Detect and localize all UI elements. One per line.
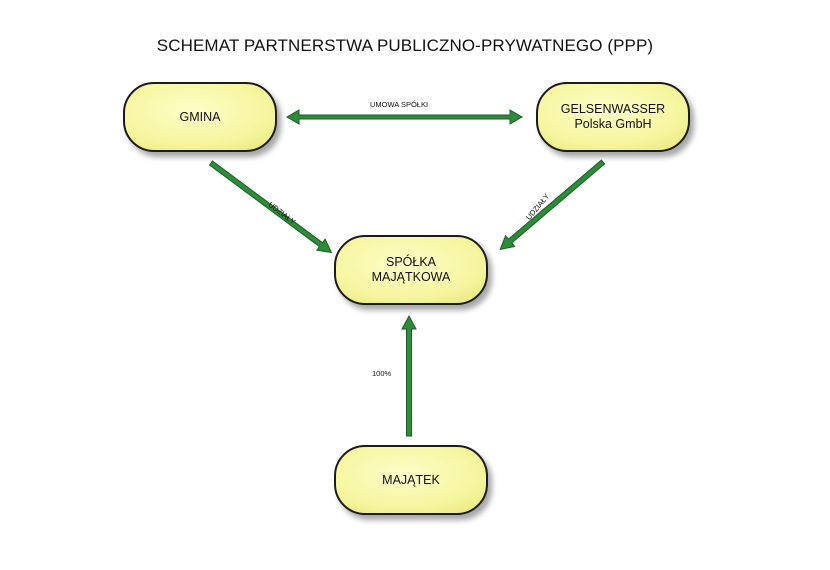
gelsenwasser-label-line1: GELSENWASSER — [560, 102, 666, 116]
gelsenwasser-label-line2: Polska GmbH — [574, 117, 652, 131]
gelsenwasser-node-shape — [536, 82, 690, 152]
diagram-title: SCHEMAT PARTNERSTWA PUBLICZNO-PRYWATNEGO… — [156, 36, 654, 55]
udzialy-left-arrow — [208, 160, 333, 254]
spolka-label-line1: SPÓŁKA — [385, 255, 437, 269]
spolka-node: SPÓŁKA MAJĄTKOWA — [335, 236, 487, 304]
umowa-double-arrow — [286, 109, 523, 125]
gmina-node: GMINA — [124, 83, 276, 151]
majatek-node: MAJĄTEK — [335, 446, 487, 514]
udzialy-right-arrow — [499, 159, 606, 251]
majatek-node-shape — [334, 445, 488, 515]
gelsenwasser-node: GELSENWASSER Polska GmbH — [537, 83, 689, 151]
spolka-label-line2: MAJĄTKOWA — [371, 270, 451, 284]
umowa-label: UMOWA SPÓŁKI — [370, 100, 429, 109]
majatek-label: MAJĄTEK — [382, 472, 440, 487]
majatek-share-arrow — [401, 314, 417, 437]
spolka-node-shape — [334, 235, 488, 305]
majatek-share-label: 100% — [372, 369, 392, 378]
gmina-label: GMINA — [179, 109, 221, 124]
gmina-node-shape — [123, 82, 277, 152]
